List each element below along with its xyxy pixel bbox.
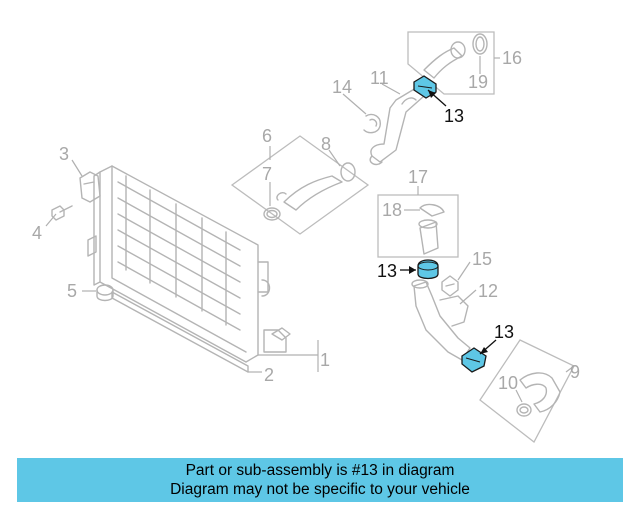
pressure-pipe-11 (369, 87, 425, 166)
leader-lines (45, 56, 575, 403)
sensor-part-15 (441, 275, 459, 297)
hose-kit-box-16 (407, 31, 495, 95)
callout-17: 17 (408, 167, 428, 187)
clip-part-14 (363, 113, 381, 134)
callout-13-upper: 13 (444, 106, 464, 126)
callout-19: 19 (468, 72, 488, 92)
callout-15: 15 (472, 249, 492, 269)
hose-kit-box-9 (479, 339, 575, 443)
callout-1: 1 (320, 350, 330, 370)
notice-banner: Part or sub-assembly is #13 in diagram D… (17, 458, 623, 502)
callout-12: 12 (478, 281, 498, 301)
notice-disclaimer: Diagram may not be specific to your vehi… (170, 481, 470, 498)
hose-kit-box-6 (230, 135, 370, 235)
callout-3: 3 (59, 144, 69, 164)
intercooler-assembly (79, 165, 291, 373)
parts-diagram: 1 2 3 4 5 6 7 8 9 10 11 12 13 13 13 14 1… (32, 31, 580, 443)
callout-4: 4 (32, 223, 42, 243)
bolt-part-4 (51, 205, 73, 221)
callout-18: 18 (382, 200, 402, 220)
callout-16: 16 (502, 48, 522, 68)
callout-9: 9 (570, 362, 580, 382)
callout-6: 6 (262, 126, 272, 146)
callout-10: 10 (498, 373, 518, 393)
callout-11: 11 (370, 68, 389, 88)
callout-5: 5 (67, 281, 77, 301)
callout-7: 7 (262, 164, 272, 184)
callout-13-lower: 13 (494, 322, 514, 342)
notice-part-number: Part or sub-assembly is #13 in diagram (185, 462, 455, 479)
callout-2: 2 (264, 365, 274, 385)
callout-14: 14 (332, 77, 352, 97)
callout-13-middle: 13 (377, 261, 397, 281)
callout-labels: 1 2 3 4 5 6 7 8 9 10 11 12 13 13 13 14 1… (32, 48, 580, 393)
clamp-13-middle (417, 259, 439, 280)
pressure-pipe-12 (411, 279, 471, 361)
callout-8: 8 (321, 134, 331, 154)
mount-part-5 (96, 284, 114, 302)
